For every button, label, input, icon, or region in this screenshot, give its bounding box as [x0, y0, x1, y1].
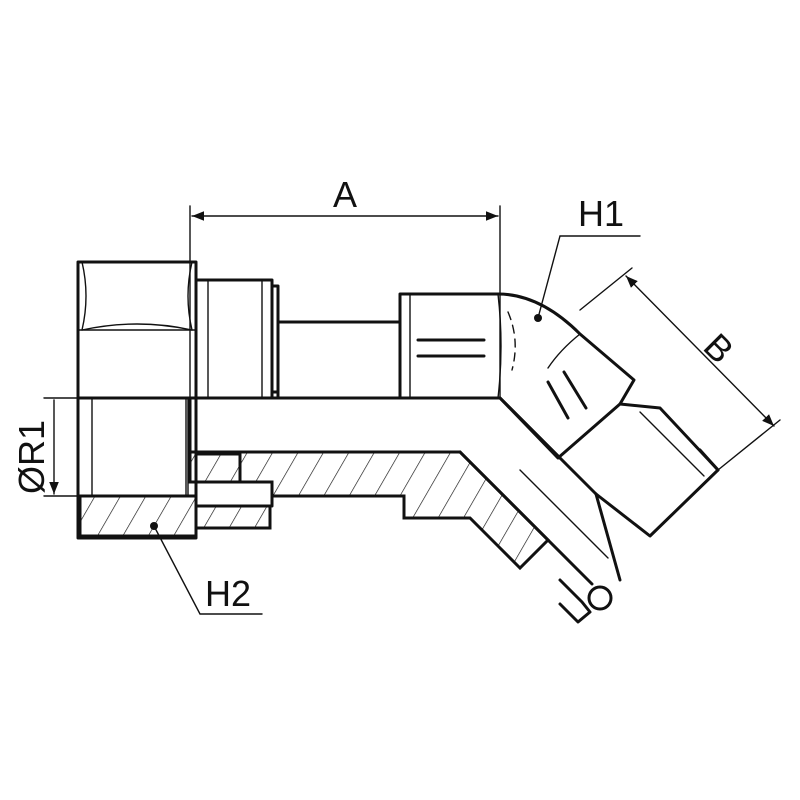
body: [188, 396, 622, 624]
label-a: A: [333, 174, 357, 215]
label-h1: H1: [578, 193, 624, 234]
stem: [276, 320, 402, 400]
swivel-nut: [398, 292, 636, 460]
dimension-r1: ØR1: [11, 397, 93, 497]
leader-h1: H1: [534, 193, 641, 322]
label-b: B: [696, 325, 742, 371]
dimension-b: B: [579, 267, 781, 471]
label-h2: H2: [205, 573, 251, 614]
hex-nut: [76, 260, 272, 540]
label-r1: ØR1: [11, 420, 52, 494]
nut-section-hatch: [78, 494, 272, 538]
dimension-a: A: [189, 174, 501, 399]
leader-h2: H2: [150, 522, 263, 615]
angled-tail: [594, 402, 720, 538]
